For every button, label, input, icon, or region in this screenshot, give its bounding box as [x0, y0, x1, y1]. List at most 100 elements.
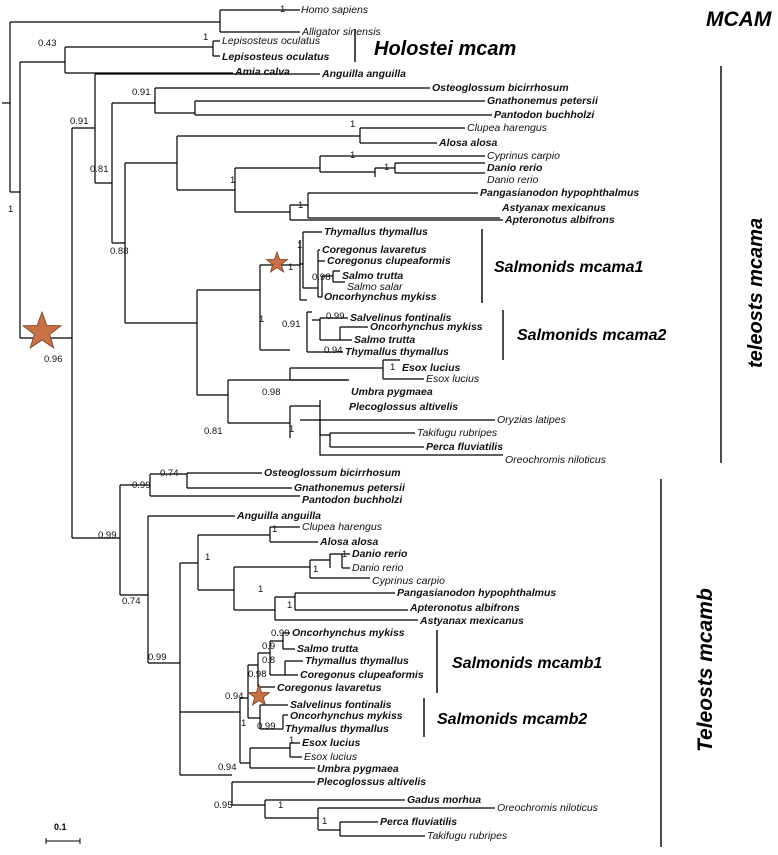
clade-label-holostei: Holostei mcam [374, 38, 516, 60]
branch [198, 526, 318, 543]
branch [10, 62, 21, 338]
branch [240, 665, 249, 718]
branch [258, 632, 303, 688]
leaf-label: Cyprinus carpio [487, 150, 560, 162]
support-value: 0.98 [312, 272, 331, 283]
support-value: 0.96 [44, 354, 63, 365]
leaf-label: Perca fluviatilis [380, 816, 457, 828]
branch [120, 472, 300, 497]
leaf-label: Alosa alosa [319, 536, 379, 548]
support-value: 1 [289, 424, 294, 435]
clade-label-salmonids-mcama2: Salmonids mcama2 [517, 327, 667, 344]
branch [248, 653, 259, 687]
branch [248, 704, 288, 730]
leaf-label: Pangasianodon hypophthalmus [480, 187, 639, 199]
leaf-label: Astyanax mexicanus [419, 615, 524, 627]
clade-label-salmonids-mcamb1: Salmonids mcamb1 [452, 655, 602, 672]
support-value: 0.95 [214, 800, 233, 811]
leaf-label: Osteoglossum bicirrhosum [264, 467, 401, 479]
branch [235, 192, 503, 221]
leaf-label: Coregonus lavaretus [277, 682, 382, 694]
leaf-label: Esox lucius [426, 373, 480, 385]
leaf-label: Osteoglossum bicirrhosum [432, 82, 569, 94]
leaf-label: Pangasianodon hypophthalmus [397, 587, 556, 599]
leaf-label: Esox lucius [304, 751, 358, 763]
clade-label-teleosts-mcama: teleosts mcama [745, 218, 767, 368]
leaf-label: Clupea harengus [467, 122, 548, 134]
clade-label-salmonids-mcamb2: Salmonids mcamb2 [437, 711, 587, 728]
leaf-label: Salvelinus fontinalis [290, 699, 392, 711]
support-value: 1 [258, 584, 263, 595]
duplication-star-icon [21, 310, 63, 349]
support-value: 1 [8, 204, 13, 215]
leaf-label: Salmo trutta [354, 334, 415, 346]
leaf-label: Takifugu rubripes [427, 830, 508, 842]
branch [95, 103, 113, 243]
leaf-label: Oryzias latipes [497, 414, 567, 426]
leaf-label: Gadus morhua [407, 794, 481, 806]
branch [228, 400, 321, 438]
support-value: 0.99 [271, 628, 290, 639]
support-value: 1 [203, 32, 208, 43]
branch [197, 265, 261, 350]
leaf-label: Perca fluviatilis [426, 441, 503, 453]
branch [112, 163, 126, 323]
leaf-label: Homo sapiens [301, 4, 369, 16]
leaf-label: Takifugu rubripes [417, 427, 498, 439]
support-value: 0.99 [326, 311, 345, 322]
leaf-label: Coregonus lavaretus [322, 244, 427, 256]
leaf-label: Thymallus thymallus [324, 226, 428, 238]
branch [72, 74, 96, 183]
branch [198, 567, 235, 610]
branch [177, 168, 236, 212]
leaf-label: Umbra pygmaea [351, 386, 433, 398]
branch [20, 47, 66, 73]
leaf-label: Esox lucius [402, 362, 461, 374]
support-value: 0.98 [262, 387, 281, 398]
support-value: 0.91 [132, 87, 151, 98]
support-value: 1 [230, 175, 235, 186]
support-value: 1 [280, 4, 285, 15]
tree-branches [2, 9, 503, 837]
branch [260, 349, 424, 381]
leaf-label: Thymallus thymallus [305, 655, 409, 667]
leaf-label: Salmo salar [347, 281, 403, 293]
leaf-label: Gnathonemus petersii [294, 482, 406, 494]
support-value: 0.91 [70, 116, 89, 127]
branch [197, 380, 229, 423]
branch [240, 742, 315, 769]
branch [300, 419, 503, 456]
support-value: 1 [298, 200, 303, 211]
branch [300, 299, 368, 353]
branch [112, 87, 492, 116]
leaf-label: Coregonus clupeaformis [327, 255, 451, 267]
leaf-label: Danio rerio [352, 548, 408, 560]
branch [65, 40, 233, 74]
leaf-label: Pantodon buchholzi [302, 494, 403, 506]
support-value: 1 [288, 262, 293, 273]
leaf-label: Thymallus thymallus [285, 723, 389, 735]
support-value: 0.81 [90, 164, 109, 175]
support-value: 0.98 [248, 669, 267, 680]
duplication-star-icon [247, 683, 271, 706]
leaf-label: Cyprinus carpio [372, 575, 445, 587]
branch [180, 698, 241, 763]
leaf-label: Amia calva [234, 66, 290, 78]
support-value: 0.81 [204, 426, 223, 437]
branch [180, 535, 199, 590]
support-value: 0.74 [160, 468, 179, 479]
support-value: 1 [259, 314, 264, 325]
support-value: 1 [272, 524, 277, 535]
leaf-label: Clupea harengus [302, 521, 383, 533]
leaf-label: Alosa alosa [438, 137, 498, 149]
scale-bar: 0.1 [45, 822, 81, 844]
leaf-label: Salmo trutta [297, 643, 358, 655]
support-value: 0.88 [110, 246, 129, 257]
branch [125, 136, 178, 190]
support-value: 1 [287, 600, 292, 611]
clade-label-mcam: MCAM [706, 8, 772, 31]
leaf-label: Apteronotus albifrons [504, 214, 615, 226]
support-value: 0.99 [98, 530, 117, 541]
support-value: 0.91 [282, 319, 301, 330]
